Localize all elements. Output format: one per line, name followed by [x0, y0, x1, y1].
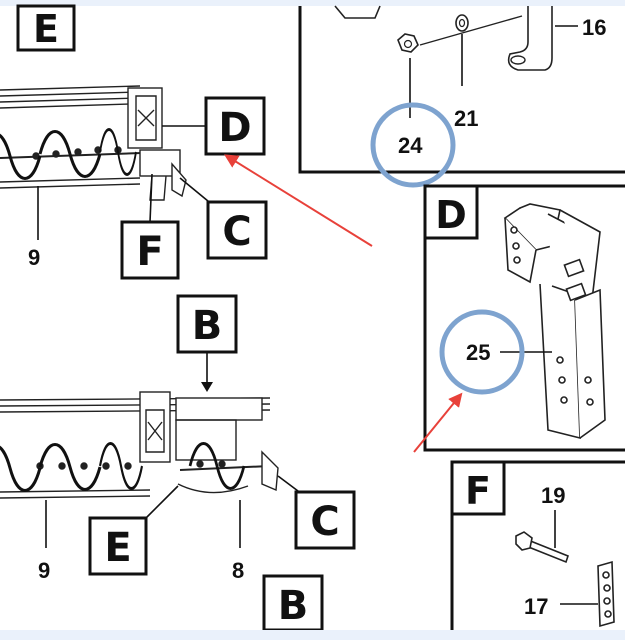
bolt-icon	[515, 531, 569, 564]
callout-box-c-upper: C	[206, 200, 268, 260]
panel-title-f: F	[465, 469, 491, 513]
svg-text:E: E	[33, 7, 59, 51]
flat-plate-icon	[597, 560, 615, 628]
support-bracket-drawing	[503, 203, 606, 440]
svg-text:C: C	[310, 499, 339, 545]
part-label-16: 16	[582, 15, 606, 40]
callout-box-e-lower: E	[88, 516, 148, 576]
nut-icon	[397, 33, 419, 53]
part-label-19: 19	[541, 483, 565, 508]
part-label-8: 8	[232, 558, 244, 583]
part-label-25: 25	[466, 340, 490, 365]
svg-text:D: D	[218, 105, 251, 151]
highlight-circle-24	[370, 102, 456, 188]
upper-auger-assembly: 9	[0, 85, 187, 270]
callout-box-c-lower: C	[294, 490, 356, 550]
callout-box-d-upper: D	[204, 96, 266, 156]
red-arrow-to-25	[413, 392, 463, 453]
svg-text:B: B	[192, 303, 223, 349]
svg-text:E: E	[104, 525, 131, 571]
part-label-17: 17	[524, 594, 548, 619]
svg-text:C: C	[222, 209, 251, 255]
callout-box-f-upper: F	[120, 220, 180, 280]
detail-panel-f: F 19 17	[450, 460, 625, 630]
highlight-circle-25	[439, 309, 525, 395]
washer-icon	[455, 14, 469, 32]
panel-title-d: D	[435, 193, 467, 237]
part-label-21: 21	[454, 106, 478, 131]
callout-box-b-bottom: B	[262, 574, 324, 632]
bottom-band	[0, 630, 625, 640]
detail-panel-d: D 25	[423, 184, 625, 452]
part-label-9-upper: 9	[28, 245, 40, 270]
part-label-9-lower: 9	[38, 558, 50, 583]
detail-panel-top: 16 21 24	[298, 5, 625, 188]
red-arrow-to-d	[224, 154, 373, 247]
callout-box-e-top: E	[16, 4, 76, 52]
callout-box-b-lower: B	[176, 294, 238, 354]
svg-text:F: F	[136, 229, 163, 275]
svg-text:B: B	[278, 583, 309, 629]
part-label-24: 24	[398, 133, 423, 158]
lower-auger-assembly: 9 8	[0, 391, 279, 583]
